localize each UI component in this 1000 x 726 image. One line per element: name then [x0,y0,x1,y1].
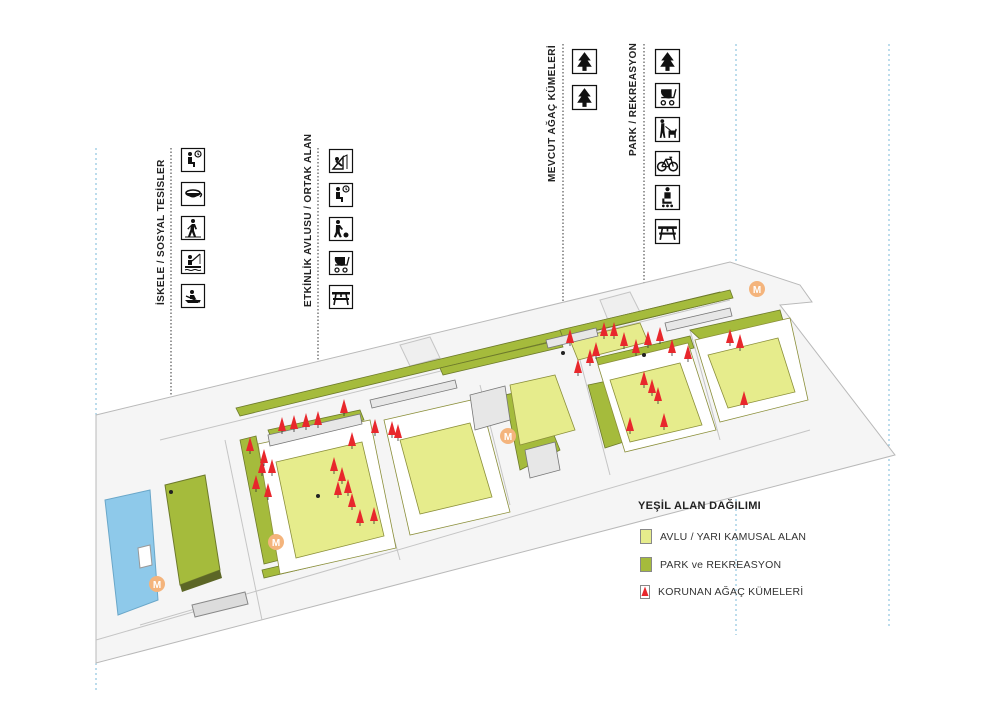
dog-walking-icon [654,116,681,143]
pine-tree-icon [571,84,598,111]
legend-title: YEŞİL ALAN DAĞILIMI [638,500,762,512]
label-park: PARK / REKREASYON [628,42,639,156]
legend-item-park: PARK ve REKREASYON [640,557,781,572]
leader-dots [169,351,646,498]
icon-column-etkinlik [328,148,354,310]
stroller-icon [654,82,681,109]
tree-icon [640,585,650,599]
icon-column-park [654,48,681,245]
person-fishing-icon [180,249,206,275]
courtyard-swatch [640,529,652,544]
stroller-icon [328,250,354,276]
legend-label: AVLU / YARI KAMUSAL ALAN [660,530,807,543]
label-etkinlik: ETKİNLİK AVLUSU / ORTAK ALAN [303,133,314,307]
person-walking-icon [180,215,206,241]
person-ball-icon [328,216,354,242]
park-swatch [640,557,652,572]
svg-text:M: M [272,538,280,549]
icon-column-iskele [180,147,206,309]
rowing-boat-icon [180,283,206,309]
svg-text:M: M [153,580,161,591]
svg-text:M: M [504,432,512,443]
icon-column-mevcut [571,48,598,111]
pier-block [164,474,249,618]
svg-text:M: M [753,285,761,296]
legend-label: PARK ve REKREASYON [660,558,782,571]
sliding-icon [328,148,354,174]
person-bench-clock-icon [328,182,354,208]
skating-icon [654,184,681,211]
legend-item-trees: KORUNAN AĞAÇ KÜMELERİ [640,585,803,599]
pine-tree-icon [654,48,681,75]
water-area [104,489,159,616]
legend-label: KORUNAN AĞAÇ KÜMELERİ [658,586,804,598]
pine-tree-icon [571,48,598,75]
label-mevcut: MEVCUT AĞAÇ KÜMELERİ [547,44,558,182]
label-iskele: İSKELE / SOSYAL TESİSLER [156,159,167,305]
coffee-cup-icon [180,181,206,207]
metro-markers: M M M M [149,281,765,592]
bicycle-icon [654,150,681,177]
picnic-table-icon [654,218,681,245]
picnic-table-icon [328,284,354,310]
legend-item-courtyard: AVLU / YARI KAMUSAL ALAN [640,529,806,544]
person-bench-clock-icon [180,147,206,173]
